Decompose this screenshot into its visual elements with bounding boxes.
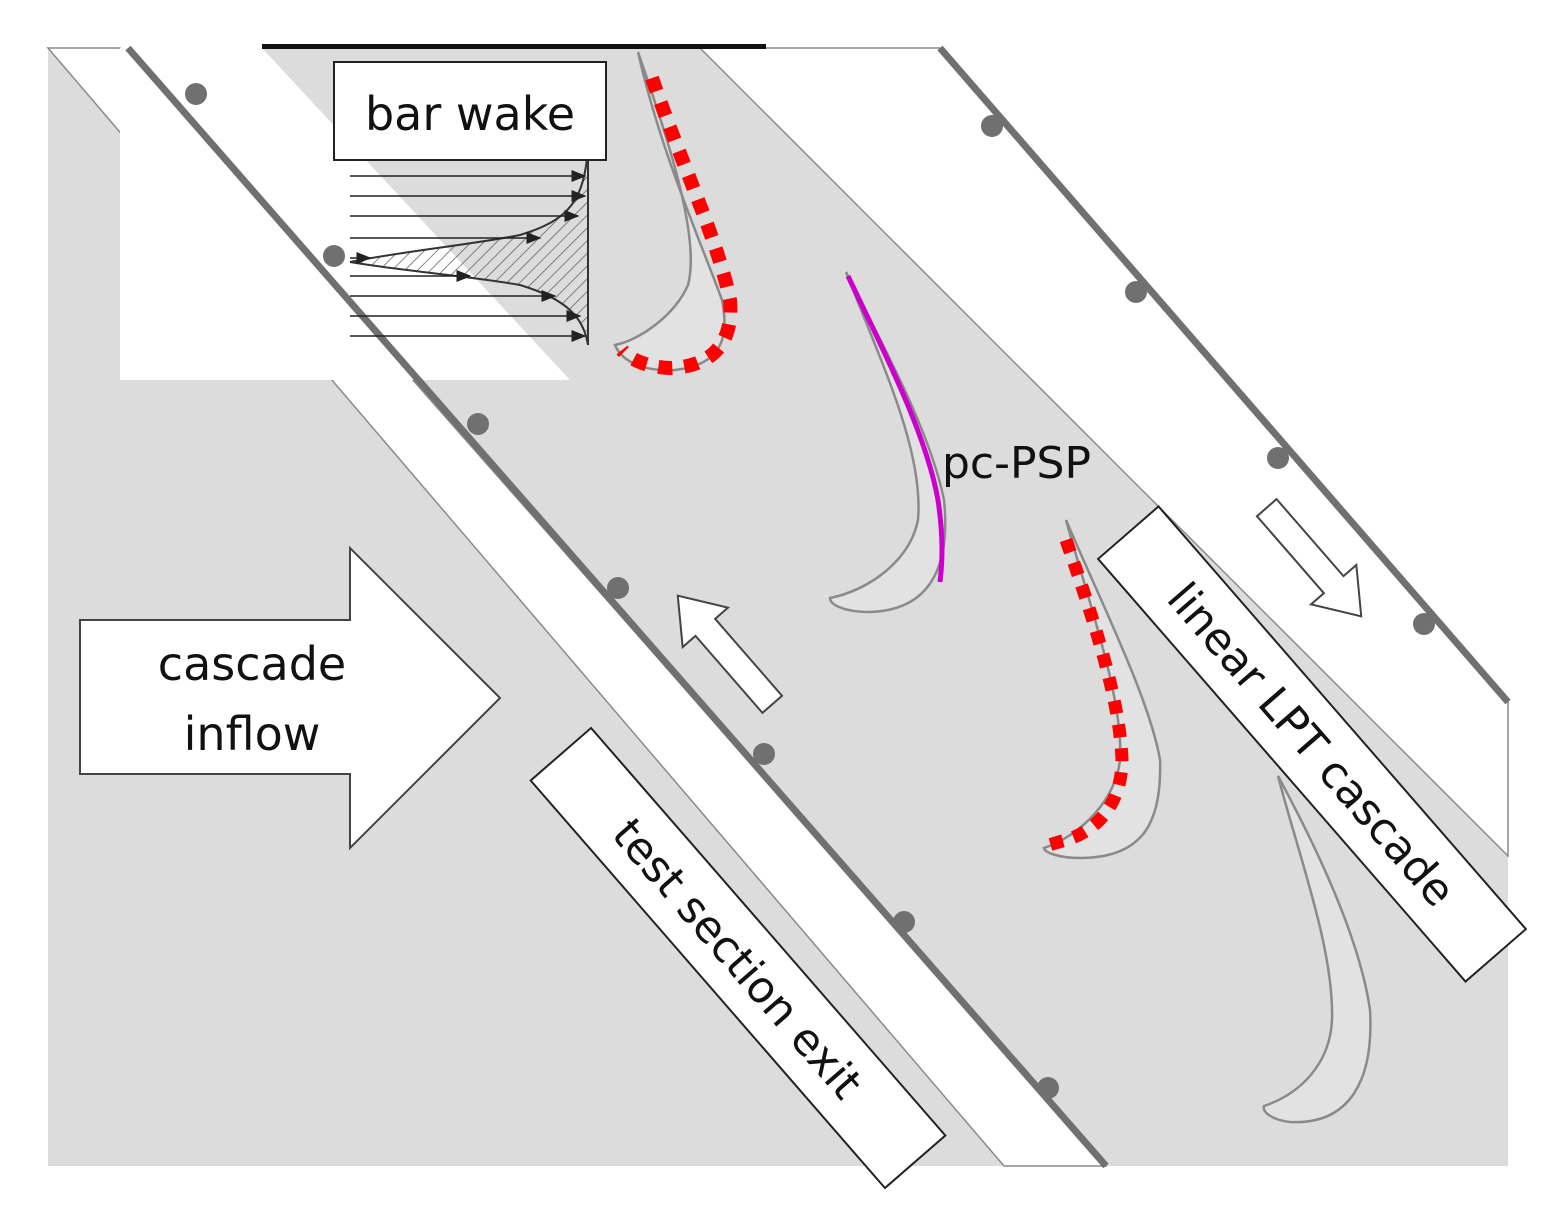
rivet — [467, 413, 489, 435]
top-edge-black-line — [262, 44, 766, 49]
upper-rail-rivets — [981, 115, 1435, 635]
blade-2 — [828, 271, 947, 614]
cascade-inflow-label-line2: inflow — [184, 707, 321, 761]
rivet — [185, 83, 207, 105]
bar-wake-velocity-profile — [349, 147, 589, 346]
upper-left-white-region — [120, 48, 570, 380]
rivet — [1413, 613, 1435, 635]
rivet — [323, 245, 345, 267]
linear-lpt-cascade-box — [1096, 505, 1528, 983]
bar-wake-label: bar wake — [365, 87, 575, 141]
cascade-inflow-label-line1: cascade — [158, 637, 346, 691]
exit-flow-arrow — [676, 594, 784, 715]
rivet — [607, 577, 629, 599]
rivet — [981, 115, 1003, 137]
cascade-flow-arrow — [1255, 497, 1363, 618]
lower-rail-rivets — [185, 83, 1059, 1099]
pc-psp-label: pc-PSP — [942, 438, 1091, 489]
rivet — [1267, 447, 1289, 469]
rivet — [1037, 1077, 1059, 1099]
turbine-blades — [613, 51, 1372, 1124]
rivet — [893, 911, 915, 933]
bar-wake-label-box — [333, 61, 607, 161]
lower-rail — [125, 45, 1109, 1169]
psp-coated-suction-side — [845, 274, 945, 583]
blade-4 — [1262, 775, 1372, 1124]
rivet — [753, 743, 775, 765]
test-section-exit-box — [529, 726, 947, 1190]
rivet — [1125, 281, 1147, 303]
upper-rail — [937, 45, 1511, 705]
measurement-taps-blade-3 — [1042, 537, 1129, 853]
cascade-inflow-arrow — [79, 545, 502, 851]
